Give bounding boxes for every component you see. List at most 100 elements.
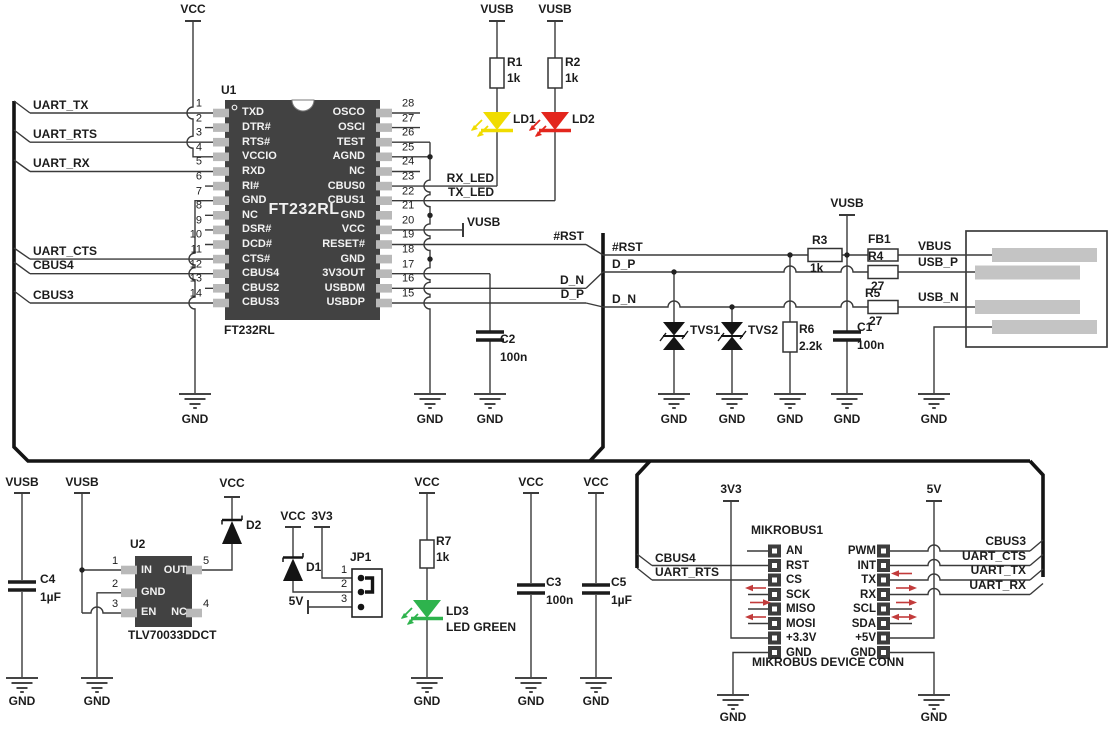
jumper-jp1 [351,568,383,618]
u2-pin-nc: NC [171,606,187,618]
power-label-vusb: VUSB [5,475,39,489]
pin-name: CTS# [242,252,271,265]
mikrobus-pin-label: +5V [855,632,876,644]
pin-number: 11 [190,243,202,256]
pin-number: 19 [402,228,415,241]
net-label-dp-in: D_P [560,287,584,301]
pin-name: CBUS4 [242,267,280,280]
pin-number: 12 [189,258,202,271]
power-label-vcc: VCC [583,475,609,489]
u2-pin-en: EN [141,606,157,618]
net-label-tx-led: TX_LED [447,185,494,199]
pin-number: 4 [195,141,202,154]
net-label-usb-n: USB_N [918,290,959,304]
u2-pin-num-5: 5 [203,555,210,567]
pin-number: 23 [402,170,415,183]
val-r3: 1k [810,261,824,275]
net-label-rst-in: #RST [553,229,584,243]
usb-pad-gnd [992,320,1097,334]
capacitors [8,330,861,595]
pin-name: CBUS2 [242,281,280,294]
net-label-uart-rts: UART_RTS [33,127,98,141]
led-ld2-red [529,112,571,137]
ref-u1: U1 [221,83,237,97]
capacitor-c1 [833,330,861,342]
pin-name: USBDP [326,296,365,309]
net-label-rx-led: RX_LED [446,171,494,185]
net-label-vbus: VBUS [918,239,952,253]
pin-name: CBUS3 [242,296,280,309]
u2-pin-num-3: 3 [112,598,119,610]
net-label-vusb-tap: VUSB [467,215,501,229]
capacitor-c2 [476,330,504,342]
pin-number: 1 [195,97,202,110]
ref-c1: C1 [857,320,873,334]
power-label-3v3: 3V3 [311,509,333,523]
pin-name: RI# [242,179,260,192]
resistor-r7 [419,539,435,569]
val-r7: 1k [436,550,450,564]
ref-d2: D2 [246,518,262,532]
val-r4: 27 [871,279,885,293]
mikrobus-pin-label: GND [850,646,876,659]
junction-dots [79,154,850,573]
ref-c3: C3 [546,575,562,589]
ic-ft232rl [213,99,392,320]
pin-number: 26 [402,126,415,139]
pin-name: OSCO [332,106,365,119]
pin-name: RESET# [322,237,365,250]
pin-number: 27 [402,112,415,125]
net-label-uart-cts: UART_CTS [33,244,98,258]
usb-pad-dn [975,300,1080,314]
mikrobus-pin-label: MOSI [786,617,816,630]
net-label-uart-tx: UART_TX [33,98,89,112]
gnd-label: GND [660,412,688,426]
mikrobus-pin-label: RX [860,588,876,601]
net-label-mb-cbus4: CBUS4 [655,551,696,565]
net-label: UART_RX [969,577,1026,592]
pin-number: 6 [195,170,202,183]
ref-r2: R2 [565,55,581,69]
jp1-pin-num-3: 3 [341,593,348,605]
ref-r7: R7 [436,534,452,548]
ref-tvs1: TVS1 [690,323,721,337]
net-label-uart-rx: UART_RX [33,156,90,170]
power-label-vusb: VUSB [480,2,514,16]
bus-entries [13,100,1044,596]
gnd-label: GND [416,412,444,426]
pin-name: NC [349,164,365,177]
pin-number: 20 [402,214,415,227]
power-label-vcc: VCC [518,475,544,489]
pin-name: RTS# [242,135,271,148]
power-bars [14,20,942,614]
val-c4: 1µF [40,590,61,604]
ref-tvs2: TVS2 [748,323,779,337]
u2-pin-out: OUT [163,564,187,576]
mikrobus-pin-label: PWM [847,545,876,557]
pin-number: 24 [402,155,415,168]
chip-name-ft232rl: FT232RL [268,201,340,218]
pin-name: TEST [336,135,365,148]
gnd-label: GND [517,694,545,708]
ref-fb1: FB1 [868,232,891,246]
ref-ld3: LD3 [446,604,469,618]
ref-c5: C5 [611,575,627,589]
pin-number: 28 [402,97,415,110]
val-r1: 1k [507,71,521,85]
part-label-ft232rl: FT232RL [224,323,275,337]
val-c5: 1µF [611,593,632,607]
pin-name: DTR# [242,121,271,134]
pin-name: DCD# [242,237,272,250]
resistor-r1 [489,57,505,89]
pin-number: 16 [402,272,415,285]
pin-name: AGND [332,150,365,163]
pin-number: 2 [195,112,202,125]
power-label-vcc: VCC [219,476,245,490]
net-label-rst-out: #RST [612,240,643,254]
gnd-label: GND [920,412,948,426]
